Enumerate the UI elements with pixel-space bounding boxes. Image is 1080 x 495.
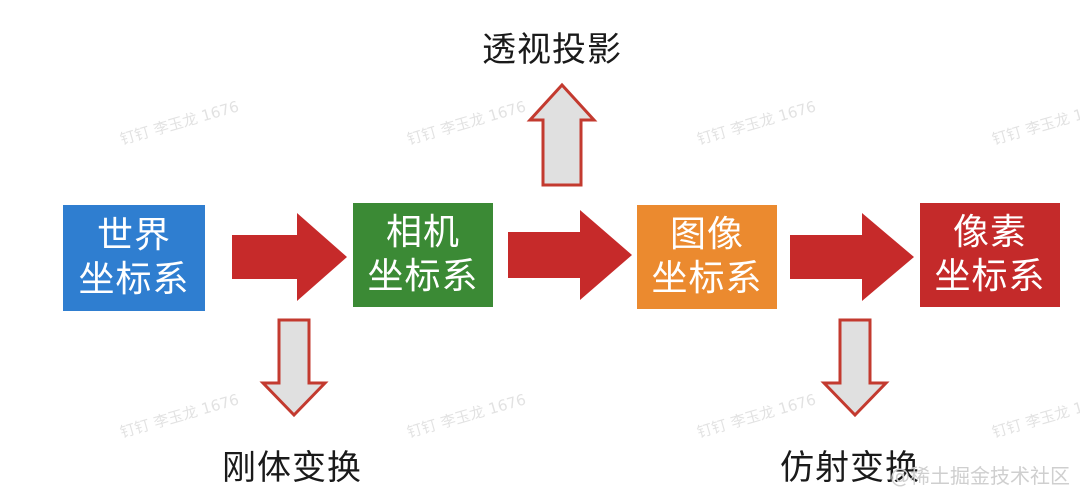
rigid-transform-label: 刚体变换 [222,448,362,488]
arrow-down-rigid [259,318,329,418]
credit-text: @稀土掘金技术社区 [890,464,1070,488]
affine-transform-label: 仿射变换 [780,448,920,488]
box-line2: 坐标系 [934,256,1046,297]
arrow-camera-to-image [508,210,632,300]
box-line2: 坐标系 [367,256,479,297]
arrow-world-to-camera [232,213,347,301]
box-line1: 图像 [669,214,744,255]
box-line2: 坐标系 [651,258,763,299]
box-line2: 坐标系 [78,259,190,300]
pixel-coordinate-box: 像素 坐标系 [920,203,1060,307]
arrow-image-to-pixel [790,213,914,301]
box-line1: 相机 [385,212,460,253]
perspective-projection-label: 透视投影 [482,30,622,70]
arrow-up-perspective [526,82,598,187]
arrow-down-affine [820,318,890,418]
camera-coordinate-box: 相机 坐标系 [353,203,493,307]
box-line1: 世界 [96,215,171,256]
image-coordinate-box: 图像 坐标系 [637,205,777,309]
world-coordinate-box: 世界 坐标系 [63,205,205,311]
box-line1: 像素 [952,212,1027,253]
